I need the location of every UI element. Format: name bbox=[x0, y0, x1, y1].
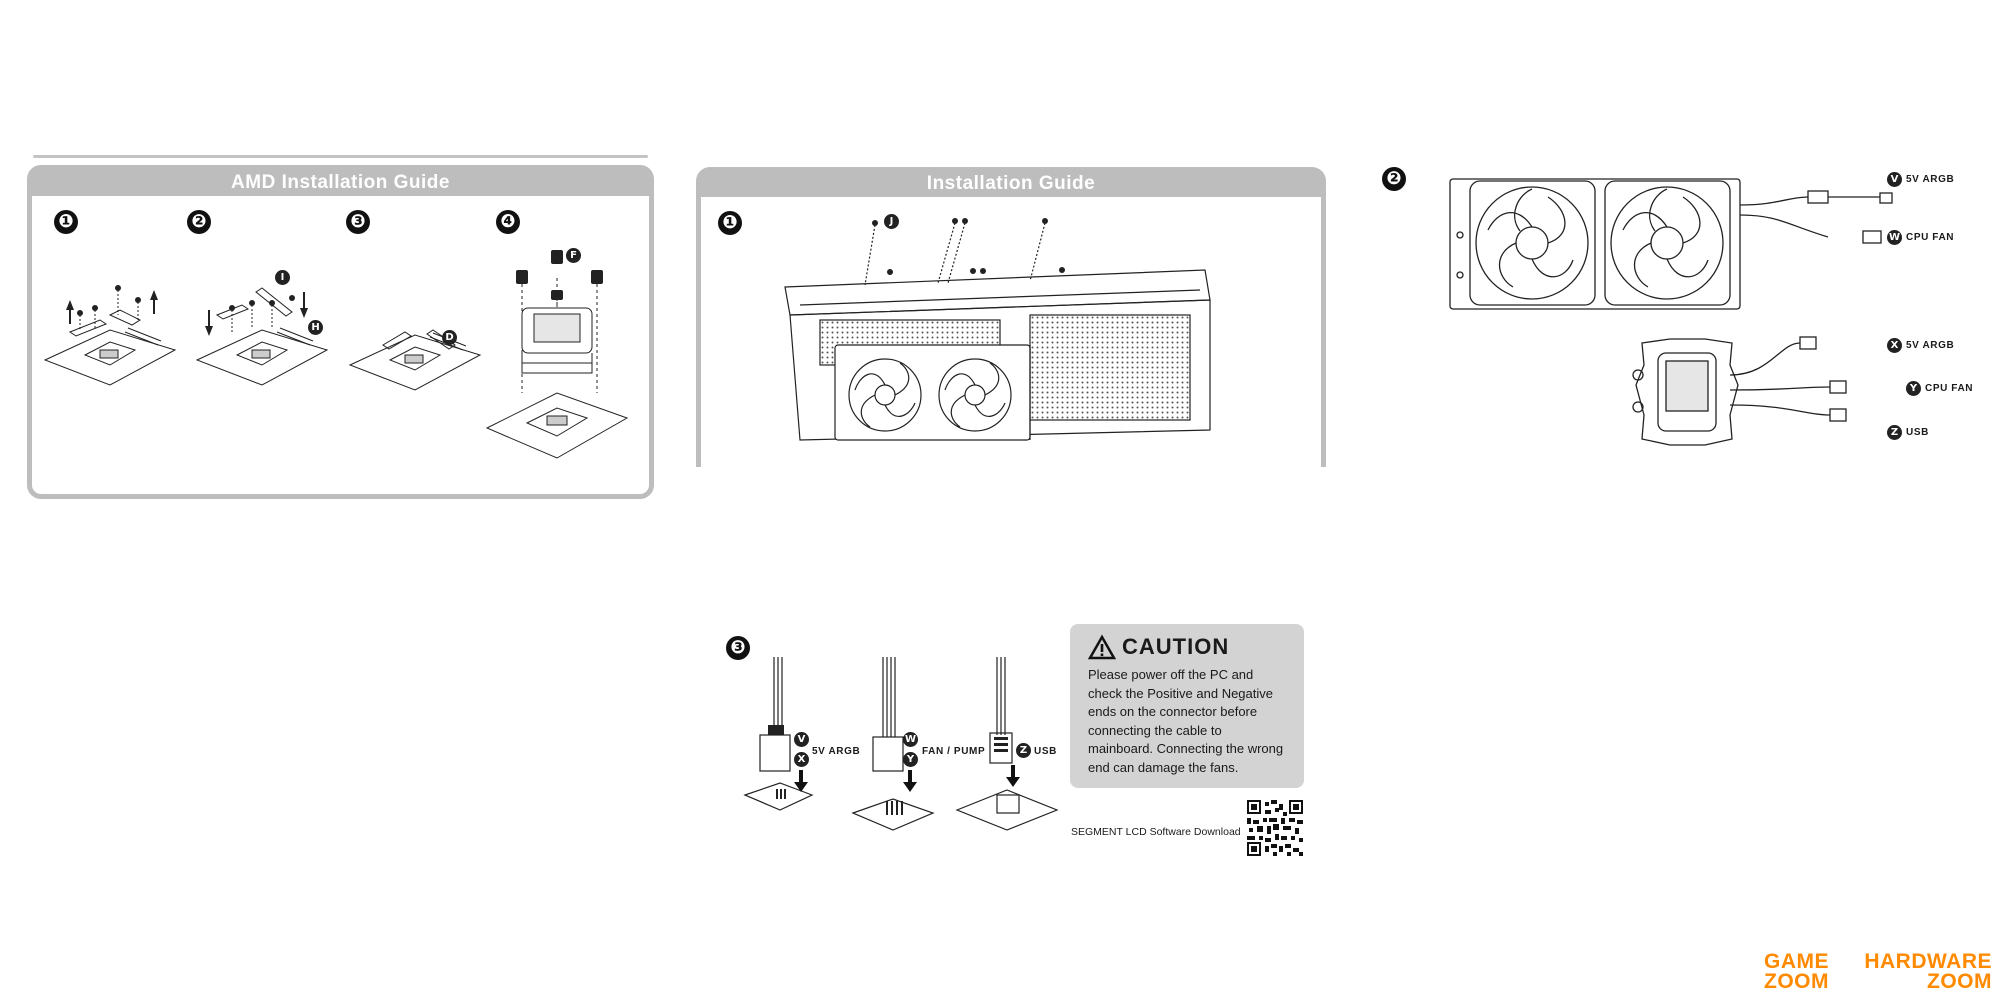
caution-title: CAUTION bbox=[1122, 634, 1230, 659]
caution-text: Please power off the PC and check the Po… bbox=[1088, 667, 1284, 775]
hardwarezoom-logo-line-1: HARDWARE bbox=[1864, 950, 1992, 973]
argb-badge-v: V bbox=[794, 732, 809, 747]
argb-connector-illustration bbox=[743, 657, 814, 811]
amd-step-3-number: ❸ bbox=[346, 210, 370, 234]
amd-badge-i: I bbox=[275, 270, 290, 285]
qr-code-icon[interactable] bbox=[1247, 800, 1303, 856]
amd-step-3-illustration bbox=[348, 329, 482, 391]
gamezoom-logo-line-2: ZOOM bbox=[1764, 970, 1829, 993]
argb-connector-label: 5V ARGB bbox=[812, 746, 861, 757]
argb-badge-x: X bbox=[794, 752, 809, 767]
pump-badge-z: Z bbox=[1887, 425, 1902, 440]
radiator-label-cpu-fan: CPU FAN bbox=[1906, 232, 1955, 243]
installation-guide-panel: Installation Guide bbox=[696, 167, 1326, 467]
amd-step-1-illustration bbox=[43, 285, 177, 386]
amd-panel-title: AMD Installation Guide bbox=[32, 170, 649, 196]
amd-step-2-number: ❷ bbox=[187, 210, 211, 234]
fan-pump-badge-y: Y bbox=[903, 752, 918, 767]
install-step-1-number: ❶ bbox=[718, 211, 742, 235]
amd-step-2-illustration bbox=[195, 287, 329, 386]
caution-box: CAUTION Please power off the PC and chec… bbox=[1070, 624, 1304, 788]
pump-label-5v-argb: 5V ARGB bbox=[1906, 340, 1955, 351]
amd-step-4-illustration bbox=[485, 250, 629, 459]
usb-connector-illustration bbox=[955, 657, 1059, 831]
fan-pump-badge-w: W bbox=[903, 732, 918, 747]
caution-heading: CAUTION bbox=[1087, 633, 1286, 660]
gamezoom-logo: GAME ZOOM bbox=[1764, 950, 1829, 993]
radiator-label-5v-argb: 5V ARGB bbox=[1906, 174, 1955, 185]
fan-pump-connector-label: FAN / PUMP bbox=[922, 746, 986, 757]
warning-triangle-icon bbox=[1087, 633, 1117, 659]
installation-guide-title: Installation Guide bbox=[701, 171, 1321, 197]
top-divider bbox=[33, 155, 648, 158]
pump-block-illustration bbox=[1632, 336, 1847, 446]
amd-step-1-number: ❶ bbox=[54, 210, 78, 234]
amd-badge-d: D bbox=[442, 330, 457, 345]
install-badge-j: J bbox=[884, 214, 899, 229]
amd-badge-h: H bbox=[308, 320, 323, 335]
amd-step-4-number: ❹ bbox=[496, 210, 520, 234]
amd-badge-f: F bbox=[566, 248, 581, 263]
qr-download-label: SEGMENT LCD Software Download bbox=[1071, 826, 1241, 838]
radiator-case-illustration bbox=[784, 218, 1211, 441]
radiator-badge-w: W bbox=[1887, 230, 1902, 245]
radiator-badge-v: V bbox=[1887, 172, 1902, 187]
wiring-step-2-number: ❷ bbox=[1382, 167, 1406, 191]
usb-connector-label: USB bbox=[1034, 746, 1057, 757]
pump-label-cpu-fan: CPU FAN bbox=[1925, 383, 1974, 394]
connectors-step-3-number: ❸ bbox=[726, 636, 750, 660]
pump-badge-x: X bbox=[1887, 338, 1902, 353]
hardwarezoom-logo-line-2: ZOOM bbox=[1927, 970, 1992, 993]
argb-arrow-icon bbox=[794, 770, 808, 792]
radiator-fans-illustration bbox=[1449, 178, 1893, 310]
fan-pump-arrow-icon bbox=[903, 770, 917, 792]
usb-arrow-icon bbox=[1006, 765, 1020, 787]
amd-installation-panel: AMD Installation Guide bbox=[27, 165, 654, 499]
fan-pump-connector-illustration bbox=[851, 657, 935, 831]
usb-badge-z: Z bbox=[1016, 743, 1031, 758]
pump-label-usb: USB bbox=[1906, 427, 1929, 438]
gamezoom-logo-line-1: GAME bbox=[1764, 950, 1829, 973]
pump-badge-y: Y bbox=[1906, 381, 1921, 396]
hardwarezoom-logo: HARDWARE ZOOM bbox=[1862, 950, 1992, 993]
